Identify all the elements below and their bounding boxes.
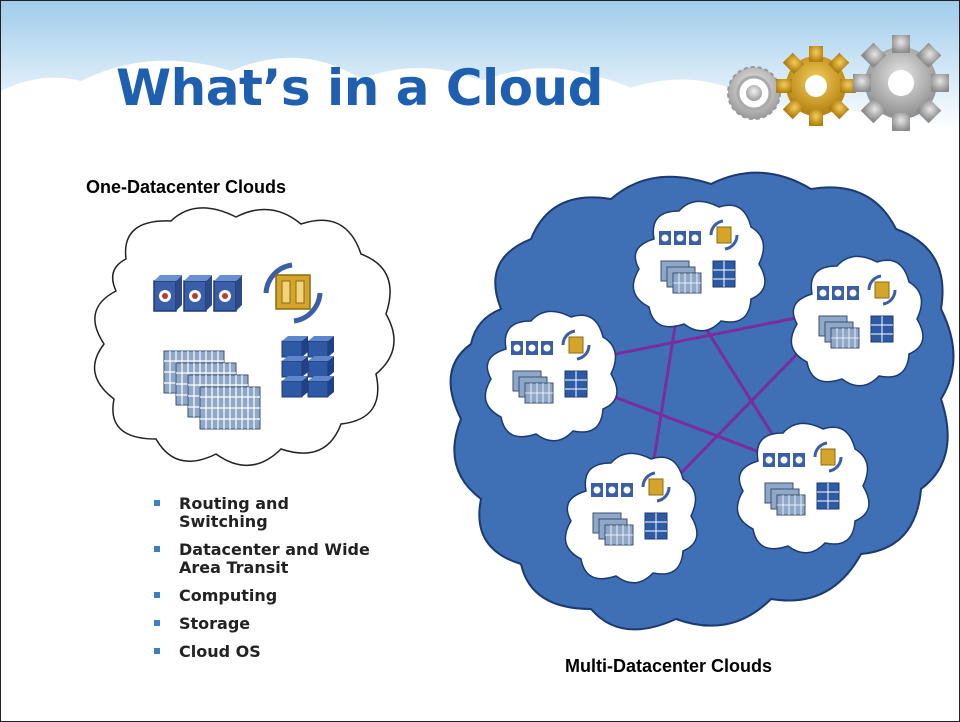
multi-datacenter-heading: Multi-Datacenter Clouds	[565, 656, 773, 676]
multi-datacenter-cloud	[449, 171, 955, 631]
one-datacenter-cloud	[93, 207, 395, 467]
list-item-label: Routing and Switching	[179, 494, 289, 531]
list-item-label: Cloud OS	[179, 642, 261, 661]
gears-icon	[727, 35, 949, 131]
switch-icon	[263, 262, 323, 324]
list-item: Cloud OS	[151, 643, 371, 661]
feature-list: Routing and Switching Datacenter and Wid…	[151, 495, 371, 671]
list-item: Computing	[151, 587, 371, 605]
list-item: Routing and Switching	[151, 495, 371, 531]
bullet-marker	[154, 620, 160, 626]
list-item-label: Computing	[179, 586, 278, 605]
bullet-marker	[154, 592, 160, 598]
slide-title: What’s in a Cloud	[116, 59, 603, 117]
bullet-marker	[154, 500, 160, 506]
one-datacenter-heading: One-Datacenter Clouds	[86, 177, 287, 197]
list-item-label: Datacenter and Wide Area Transit	[179, 540, 370, 577]
list-item: Datacenter and Wide Area Transit	[151, 541, 371, 577]
bullet-marker	[154, 546, 160, 552]
list-item: Storage	[151, 615, 371, 633]
list-item-label: Storage	[179, 614, 251, 633]
bullet-marker	[154, 648, 160, 654]
